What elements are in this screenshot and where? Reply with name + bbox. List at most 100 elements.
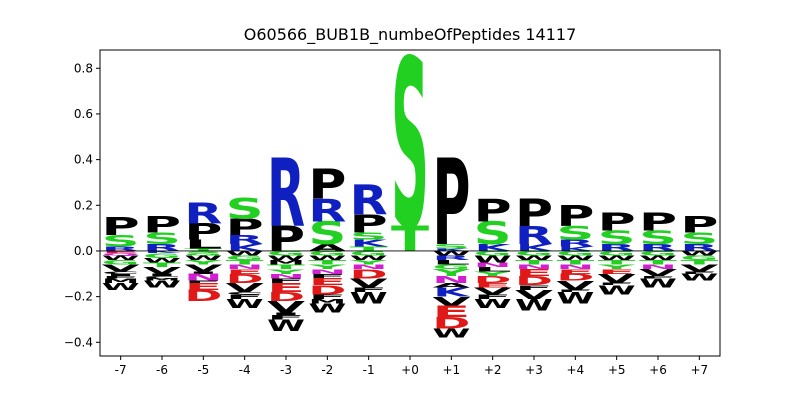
logo-letter-e: E [184,281,222,292]
logo-letter-v: V [639,268,678,279]
logo-letter-r: R [226,233,264,247]
logo-letter-g: G [102,259,140,266]
logo-letter-d: D [226,271,264,286]
logo-letter-w: W [432,250,470,257]
logo-letter-r: R [515,222,553,251]
logo-letter-w: W [308,302,346,316]
logo-letter-l: L [474,266,512,273]
logo-letter-f: F [184,280,222,284]
logo-letter-n: N [474,261,512,268]
logo-letter-s: S [391,11,429,281]
y-tick-label: 0.2 [74,198,93,212]
logo-letter-n: N [515,263,553,270]
logo-letter-w: W [143,257,181,264]
logo-letter-f: F [102,276,140,280]
logo-letter-e: E [267,281,305,296]
logo-letter-g: G [350,250,388,257]
logo-letter-s: S [184,250,222,254]
logo-letter-w: W [102,281,140,292]
logo-letter-n: N [226,263,264,270]
x-axis: -7-6-5-4-3-2-1+0+1+2+3+4+5+6+7 [115,356,708,377]
logo-letter-m: M [143,278,181,282]
logo-letter-s: S [598,227,636,249]
logo-letter-y: Y [184,259,223,266]
logo-letter-w: W [515,296,553,314]
logo-letter-r: R [184,198,222,230]
x-tick-label: +3 [525,363,543,377]
logo-letter-n: N [267,273,305,280]
logo-letter-p: P [267,220,305,260]
logo-letter-k: K [433,248,471,252]
logo-letter-c: C [226,291,264,295]
logo-letter-s: S [143,230,181,248]
logo-letter-k: K [226,242,265,253]
y-tick-label: 0.6 [74,107,93,121]
logo-letter-e: E [102,250,140,254]
logo-letter-g: G [267,250,305,257]
logo-letter-w: W [680,250,718,257]
x-tick-label: -5 [197,363,209,377]
logo-letter-k: K [433,285,471,300]
y-tick-label: 0.8 [74,61,93,75]
logo-letter-f: F [598,282,636,286]
logo-letter-i: I [184,271,222,275]
logo-letter-v: V [680,263,719,274]
logo-letter-w: W [308,254,346,261]
logo-letter-t: T [391,219,430,259]
logo-letter-v: V [184,263,223,274]
logo-letter-r: R [556,238,594,249]
logo-letter-e: E [226,268,264,275]
logo-letter-p: P [639,207,677,236]
logo-letter-p: P [308,161,346,208]
logo-letter-w: W [226,297,264,311]
logo-letter-i: I [102,273,140,277]
logo-letter-f: F [226,293,264,300]
logo-letter-d: D [474,274,512,285]
logo-letter-r: R [102,245,140,252]
logo-letter-v: V [350,276,388,290]
logo-letter-n: N [350,263,388,270]
logo-letter-w: W [226,250,264,257]
logo-letter-y: Y [349,259,388,266]
logo-letter-n: N [556,263,594,270]
logo-letter-t: T [350,245,388,252]
logo-letter-w: W [432,327,470,341]
logo-letter-g: G [432,263,470,270]
y-tick-label: −0.2 [64,290,93,304]
logo-letter-n: N [432,274,470,285]
logo-letter-d: D [184,287,222,305]
logo-letter-g: G [639,250,677,257]
y-tick-label: −0.4 [64,335,93,349]
logo-letter-w: W [639,254,677,261]
logo-letter-e: E [308,277,346,288]
logo-letter-t: T [184,248,222,252]
logo-letter-y: Y [597,263,636,270]
x-tick-label: +4 [566,363,584,377]
logo-letter-s: S [102,232,140,250]
logo-letter-m: M [308,298,346,305]
logo-letter-w: W [350,254,388,261]
x-tick-label: +2 [484,363,502,377]
logo-letter-g: G [680,254,718,261]
logo-letter-n: N [308,268,346,275]
logo-letter-r: R [267,138,305,248]
logo-letter-w: W [267,317,305,335]
logo-letter-q: Q [102,253,140,257]
logo-letter-v: V [432,295,470,309]
logo-letter-g: G [226,254,264,261]
logo-letter-w: W [143,279,181,290]
x-tick-label: +1 [442,363,460,377]
logo-letter-w: W [598,283,636,297]
logo-letter-f: F [474,293,512,300]
logo-letter-d: D [556,272,594,283]
logo-letter-v: V [226,281,264,295]
logo-letter-f: F [267,277,305,284]
logo-letter-d: D [350,267,388,282]
logo-letter-r: R [639,243,677,254]
y-axis: −0.4−0.20.00.20.40.60.8 [64,61,100,349]
logo-letter-y: Y [432,267,471,278]
logo-letter-t: T [226,259,264,266]
logo-letter-f: F [515,284,553,291]
logo-letter-a: A [432,282,470,289]
